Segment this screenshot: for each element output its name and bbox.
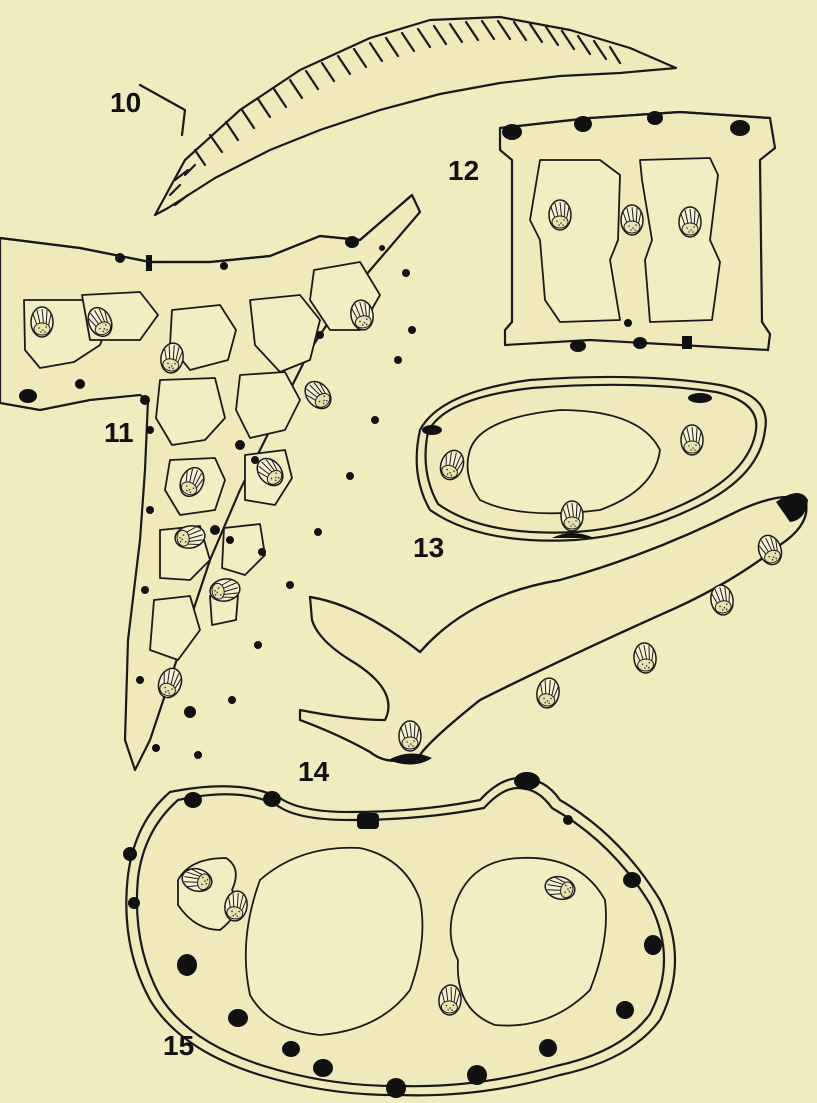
- vascular-bundle: [399, 721, 421, 751]
- vascular-bundle: [535, 676, 562, 709]
- vascular-bundle: [300, 376, 336, 413]
- vascular-bundle: [31, 307, 53, 337]
- vascular-bundle: [561, 501, 583, 531]
- figure-label-14: 14: [298, 756, 330, 787]
- figure-label-15: 15: [163, 1030, 194, 1061]
- figure-label-11: 11: [104, 417, 134, 448]
- vascular-bundle: [681, 425, 703, 455]
- figure-label-12: 12: [448, 155, 479, 186]
- vascular-bundle: [621, 205, 643, 235]
- vascular-bundle: [633, 642, 658, 674]
- figure-15-reniform-section: 15: [123, 772, 675, 1098]
- figure-11-winged-section: 11: [0, 195, 420, 770]
- figure-12-septate-segment: 12: [448, 111, 775, 352]
- figure-label-10: 10: [110, 87, 141, 118]
- figure-label-13: 13: [413, 532, 444, 563]
- vascular-bundle: [549, 200, 571, 230]
- vascular-bundle: [679, 207, 701, 237]
